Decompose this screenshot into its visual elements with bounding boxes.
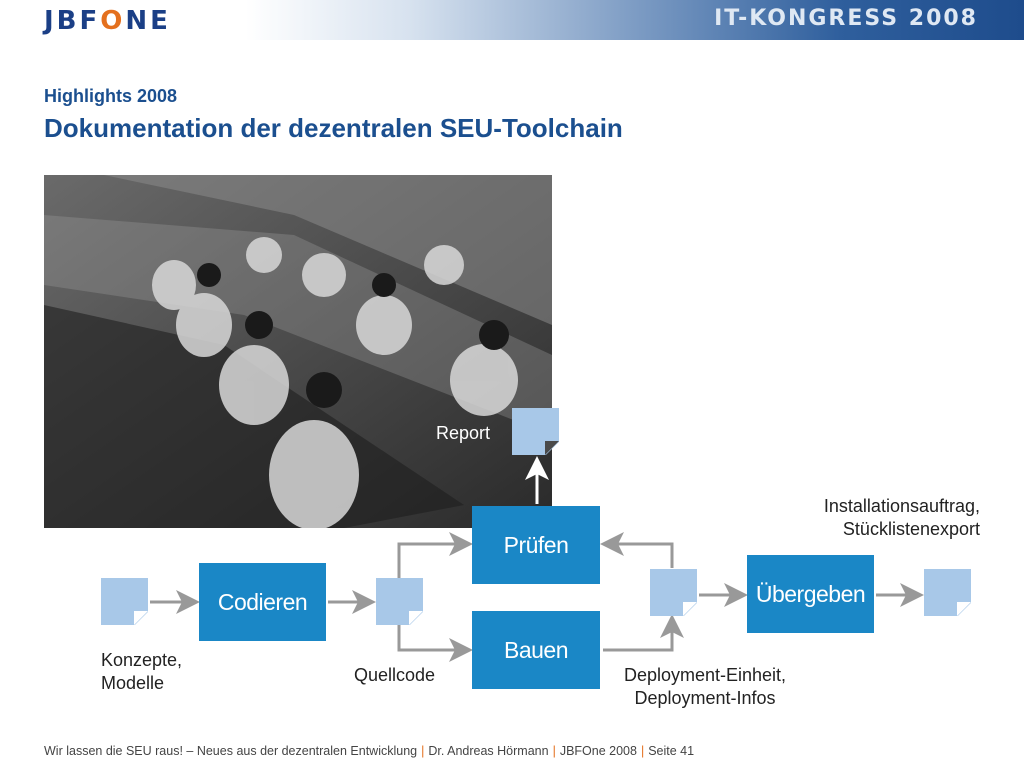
arrow-quellcode-pruefen	[397, 532, 473, 578]
jbfone-logo: JBFONE	[44, 6, 171, 36]
congress-title: IT-KONGRESS 2008	[714, 6, 978, 31]
header-bar: JBFONE IT-KONGRESS 2008	[0, 0, 1024, 40]
quellcode-label: Quellcode	[354, 665, 436, 685]
bauen-process: Bauen	[472, 611, 600, 689]
report-document-icon	[512, 408, 559, 455]
factory-workers-photo	[44, 175, 552, 528]
pruefen-process: Prüfen	[472, 506, 600, 584]
deployment-label: Deployment-Einheit, Deployment-Infos	[623, 665, 787, 708]
arrow-bauen-deployment	[603, 614, 684, 652]
report-label: Report	[436, 423, 491, 443]
slide-title: Dokumentation der dezentralen SEU-Toolch…	[44, 113, 623, 143]
slide-footer: Wir lassen die SEU raus! – Neues aus der…	[44, 744, 695, 758]
installation-label: Installationsauftrag, Stücklistenexport	[823, 496, 980, 539]
quellcode-document-icon	[376, 578, 423, 625]
deployment-document-icon	[650, 569, 697, 616]
konzepte-document-icon	[101, 578, 148, 625]
slide-subtitle: Highlights 2008	[44, 86, 178, 106]
arrow-quellcode-bauen	[397, 625, 473, 662]
codieren-process: Codieren	[199, 563, 326, 641]
installation-document-icon	[924, 569, 971, 616]
arrow-deployment-pruefen	[600, 532, 674, 568]
konzepte-label: Konzepte, Modelle	[101, 650, 183, 693]
uebergeben-process: Übergeben	[747, 555, 874, 633]
